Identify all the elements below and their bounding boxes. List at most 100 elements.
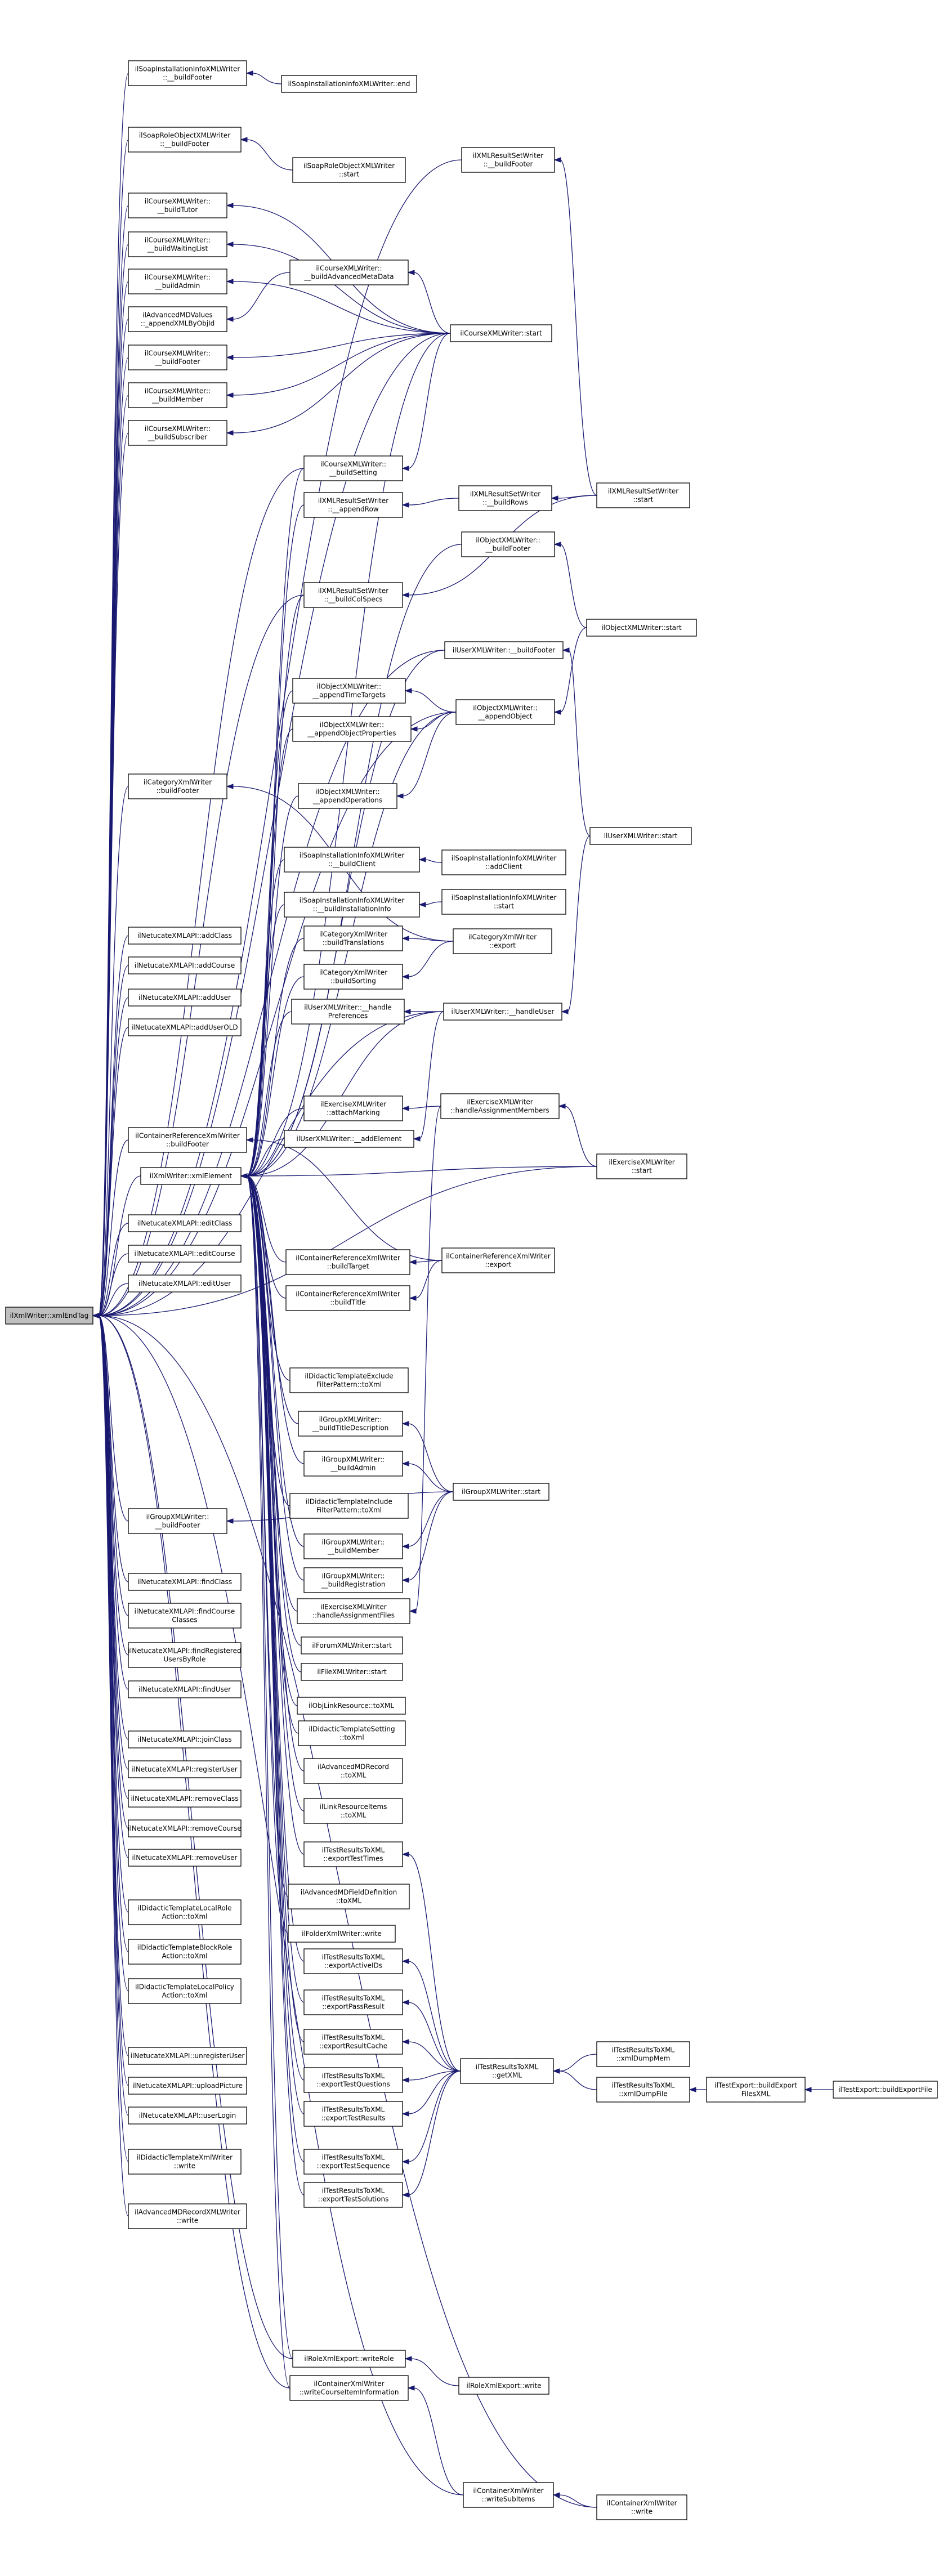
node-ilcontainerreferencexmlwriter-export[interactable]: ilContainerReferenceXmlWriter::export [441, 1247, 555, 1273]
node-ilcoursexmlwriter-buildsubscriber[interactable]: ilCourseXMLWriter::__buildSubscriber [128, 420, 227, 446]
node-iltestexport-buildexportfile[interactable]: ilTestExport::buildExportFile [833, 2081, 938, 2099]
node-iltestresultstoxml-exportpassresult[interactable]: ilTestResultsToXML::exportPassResult [303, 1989, 403, 2015]
node-iltestresultstoxml-exporttestquestions[interactable]: ilTestResultsToXML::exportTestQuestions [303, 2067, 403, 2093]
node-ilobjectxmlwriter-appendtimetargets[interactable]: ilObjectXMLWriter::__appendTimeTargets [292, 678, 406, 704]
node-ilnetucatexmlapi-removecourse[interactable]: ilNetucateXMLAPI::removeCourse [128, 1819, 242, 1837]
node-iltestresultstoxml-getxml[interactable]: ilTestResultsToXML::getXML [460, 2058, 554, 2084]
node-ilcontainerreferencexmlwriter-buildfooter[interactable]: ilContainerReferenceXmlWriter::buildFoot… [128, 1127, 247, 1153]
node-ilcoursexmlwriter-buildmember[interactable]: ilCourseXMLWriter::__buildMember [128, 382, 227, 408]
node-ilcoursexmlwriter-buildadvancedmetadata[interactable]: ilCourseXMLWriter::__buildAdvancedMetaDa… [289, 260, 409, 285]
node-iltestresultstoxml-exporttestsolutions[interactable]: ilTestResultsToXML::exportTestSolutions [303, 2182, 403, 2208]
node-ilsoaproleobjectxmlwriter-start[interactable]: ilSoapRoleObjectXMLWriter::start [292, 157, 406, 183]
node-ilexercisexmlwriter-handleassignmentmembers[interactable]: ilExerciseXMLWriter::handleAssignmentMem… [440, 1093, 560, 1119]
node-ildidactictemplateincludefilterpattern-toxml[interactable]: ilDidacticTemplateIncludeFilterPattern::… [289, 1493, 409, 1519]
node-ilsoaproleobjectxmlwriter-buildfooter[interactable]: ilSoapRoleObjectXMLWriter::__buildFooter [128, 127, 242, 153]
node-ilnetucatexmlapi-removeclass[interactable]: ilNetucateXMLAPI::removeClass [128, 1790, 242, 1808]
node-iladvancedmdfielddefinition-toxml[interactable]: ilAdvancedMDFieldDefinition::toXML [288, 1884, 410, 1909]
node-ilcoursexmlwriter-buildfooter[interactable]: ilCourseXMLWriter::__buildFooter [128, 345, 227, 370]
node-ilcontainerxmlwriter-writesubitems[interactable]: ilContainerXmlWriter::writeSubItems [463, 2482, 554, 2508]
node-ilxmlresultsetwriter-buildrows[interactable]: ilXMLResultSetWriter::__buildRows [458, 485, 552, 511]
node-ilnetucatexmlapi-editclass[interactable]: ilNetucateXMLAPI::editClass [128, 1214, 242, 1232]
node-ilexercisexmlwriter-start[interactable]: ilExerciseXMLWriter::start [596, 1153, 687, 1179]
node-ilnetucatexmlapi-adduser[interactable]: ilNetucateXMLAPI::addUser [128, 989, 242, 1007]
node-ilsoapinstallationinfoxmlwriter-buildclient[interactable]: ilSoapInstallationInfoXMLWriter::__build… [284, 847, 420, 873]
node-ilnetucatexmlapi-addclass[interactable]: ilNetucateXMLAPI::addClass [128, 927, 242, 945]
node-ildidactictemplatesetting-toxml[interactable]: ilDidacticTemplateSetting::toXml [298, 1720, 406, 1746]
node-ilxmlresultsetwriter-appendrow[interactable]: ilXMLResultSetWriter::__appendRow [303, 492, 403, 518]
node-ilcategoryxmlwriter-buildtranslations[interactable]: ilCategoryXmlWriter::buildTranslations [303, 925, 403, 951]
node-ilsoapinstallationinfoxmlwriter-buildinstallationinfo[interactable]: ilSoapInstallationInfoXMLWriter::__build… [284, 892, 420, 918]
node-illinkresourceitems-toxml[interactable]: ilLinkResourceItems::toXML [303, 1798, 403, 1824]
node-iluserxmlwriter-addelement[interactable]: ilUserXMLWriter::__addElement [284, 1130, 414, 1148]
node-ilgroupxmlwriter-buildadmin[interactable]: ilGroupXMLWriter::__buildAdmin [303, 1451, 403, 1477]
node-ilxmlresultsetwriter-start[interactable]: ilXMLResultSetWriter::start [596, 482, 690, 508]
node-ilcoursexmlwriter-buildsetting[interactable]: ilCourseXMLWriter::__buildSetting [303, 455, 403, 481]
node-ilrolexmlexport-write[interactable]: ilRoleXmlExport::write [458, 2377, 549, 2395]
node-ilxmlresultsetwriter-buildfooter[interactable]: ilXMLResultSetWriter::__buildFooter [461, 147, 555, 173]
node-ilcoursexmlwriter-buildtutor[interactable]: ilCourseXMLWriter::__buildTutor [128, 193, 227, 218]
node-ilcoursexmlwriter-buildadmin[interactable]: ilCourseXMLWriter::__buildAdmin [128, 269, 227, 294]
node-ilcoursexmlwriter-buildwaitinglist[interactable]: ilCourseXMLWriter::__buildWaitingList [128, 231, 227, 257]
node-iluserxmlwriter-buildfooter[interactable]: ilUserXMLWriter::__buildFooter [444, 641, 564, 659]
node-ilxmlwriter-xmlelement[interactable]: ilXmlWriter::xmlElement [140, 1167, 242, 1185]
node-ilnetucatexmlapi-editcourse[interactable]: ilNetucateXMLAPI::editCourse [128, 1245, 242, 1263]
node-ilexercisexmlwriter-handleassignmentfiles[interactable]: ilExerciseXMLWriter::handleAssignmentFil… [297, 1598, 410, 1624]
node-iltestresultstoxml-xmldumpfile[interactable]: ilTestResultsToXML::xmlDumpFile [596, 2077, 690, 2103]
node-ilsoapinstallationinfoxmlwriter-start[interactable]: ilSoapInstallationInfoXMLWriter::start [441, 889, 566, 915]
node-ildidactictemplatexmlwriter-write[interactable]: ilDidacticTemplateXmlWriter::write [128, 2149, 242, 2175]
node-ilfolderxmlwriter-write[interactable]: ilFolderXmlWriter::write [288, 1925, 396, 1943]
node-ilsoapinstallationinfoxmlwriter-end[interactable]: ilSoapInstallationInfoXMLWriter::end [281, 75, 417, 93]
node-ilgroupxmlwriter-start[interactable]: ilGroupXMLWriter::start [453, 1483, 549, 1501]
node-iladvancedmdrecordxmlwriter-write[interactable]: ilAdvancedMDRecordXMLWriter::write [128, 2203, 247, 2229]
node-ilgroupxmlwriter-buildtitledescription[interactable]: ilGroupXMLWriter::__buildTitleDescriptio… [298, 1411, 403, 1437]
node-ildidactictemplateexcludefilterpattern-toxml[interactable]: ilDidacticTemplateExcludeFilterPattern::… [289, 1367, 409, 1393]
node-ilnetucatexmlapi-joinclass[interactable]: ilNetucateXMLAPI::joinClass [128, 1730, 242, 1748]
node-ilcontainerreferencexmlwriter-buildtarget[interactable]: ilContainerReferenceXmlWriter::buildTarg… [285, 1249, 410, 1275]
node-ilnetucatexmlapi-registeruser[interactable]: ilNetucateXMLAPI::registerUser [128, 1760, 242, 1778]
node-iltestresultstoxml-xmldumpmem[interactable]: ilTestResultsToXML::xmlDumpMem [596, 2041, 690, 2067]
node-ilobjectxmlwriter-buildfooter[interactable]: ilObjectXMLWriter::__buildFooter [461, 531, 555, 557]
node-iltestresultstoxml-exportactiveids[interactable]: ilTestResultsToXML::exportActiveIDs [303, 1948, 403, 1974]
node-ilexercisexmlwriter-attachmarking[interactable]: ilExerciseXMLWriter::attachMarking [303, 1095, 403, 1121]
node-ilnetucatexmlapi-uploadpicture[interactable]: ilNetucateXMLAPI::uploadPicture [128, 2077, 247, 2095]
node-ilobjectxmlwriter-appendobject[interactable]: ilObjectXMLWriter::__appendObject [455, 699, 555, 725]
node-iltestresultstoxml-exportresultcache[interactable]: ilTestResultsToXML::exportResultCache [303, 2029, 403, 2055]
node-ilfilexmlwriter-start[interactable]: ilFileXMLWriter::start [301, 1663, 403, 1681]
node-ilnetucatexmlapi-removeuser[interactable]: ilNetucateXMLAPI::removeUser [128, 1849, 242, 1867]
node-ilcontainerreferencexmlwriter-buildtitle[interactable]: ilContainerReferenceXmlWriter::buildTitl… [285, 1285, 410, 1311]
node-iladvancedmdrecord-toxml[interactable]: ilAdvancedMDRecord::toXML [303, 1758, 403, 1784]
node-ilxmlresultsetwriter-buildcolspecs[interactable]: ilXMLResultSetWriter::__buildColSpecs [303, 582, 403, 608]
node-ilcategoryxmlwriter-buildsorting[interactable]: ilCategoryXmlWriter::buildSorting [303, 964, 403, 990]
node-ilcoursexmlwriter-start[interactable]: ilCourseXMLWriter::start [450, 324, 552, 342]
node-ilforumxmlwriter-start[interactable]: ilForumXMLWriter::start [301, 1636, 403, 1654]
node-ilcategoryxmlwriter-export[interactable]: ilCategoryXmlWriter::export [453, 928, 552, 954]
node-ilsoapinstallationinfoxmlwriter-addclient[interactable]: ilSoapInstallationInfoXMLWriter::addClie… [441, 849, 566, 875]
node-ilxmlwriter-xmlendtag[interactable]: ilXmlWriter::xmlEndTag [5, 1307, 93, 1325]
node-ilsoapinstallationinfoxmlwriter-buildfooter[interactable]: ilSoapInstallationInfoXMLWriter::__build… [128, 60, 247, 86]
node-ilcontainerxmlwriter-writecourseiteminformation[interactable]: ilContainerXmlWriter::writeCourseItemInf… [289, 2375, 409, 2401]
node-ilobjlinkresource-toxml[interactable]: ilObjLinkResource::toXML [297, 1697, 406, 1715]
node-ilnetucatexmlapi-addcourse[interactable]: ilNetucateXMLAPI::addCourse [128, 956, 242, 974]
node-ilnetucatexmlapi-adduserold[interactable]: ilNetucateXMLAPI::addUserOLD [128, 1018, 242, 1036]
node-ilgroupxmlwriter-buildmember[interactable]: ilGroupXMLWriter::__buildMember [303, 1533, 403, 1559]
node-ildidactictemplatelocalpolicyaction-toxml[interactable]: ilDidacticTemplateLocalPolicyAction::toX… [128, 1978, 242, 2004]
node-ilgroupxmlwriter-buildregistration[interactable]: ilGroupXMLWriter::__buildRegistration [303, 1567, 403, 1593]
node-ilnetucatexmlapi-findclass[interactable]: ilNetucateXMLAPI::findClass [128, 1573, 242, 1591]
node-iluserxmlwriter-start[interactable]: ilUserXMLWriter::start [589, 827, 692, 845]
node-ilobjectxmlwriter-appendoperations[interactable]: ilObjectXMLWriter::__appendOperations [298, 783, 397, 809]
node-iluserxmlwriter-handleuser[interactable]: ilUserXMLWriter::__handleUser [443, 1003, 562, 1021]
node-ilnetucatexmlapi-userlogin[interactable]: ilNetucateXMLAPI::userLogin [128, 2107, 247, 2125]
node-ilrolexmlexport-writerole[interactable]: ilRoleXmlExport::writeRole [292, 2350, 406, 2368]
node-ilobjectxmlwriter-start[interactable]: ilObjectXMLWriter::start [586, 619, 697, 637]
node-ilnetucatexmlapi-findregisteredusersbyrole[interactable]: ilNetucateXMLAPI::findRegisteredUsersByR… [128, 1642, 242, 1668]
node-iltestresultstoxml-exporttestresults[interactable]: ilTestResultsToXML::exportTestResults [303, 2101, 403, 2127]
node-iladvancedmdvalues-appendxmlbyobjid[interactable]: ilAdvancedMDValues::_appendXMLByObjId [128, 306, 227, 332]
node-ilnetucatexmlapi-finduser[interactable]: ilNetucateXMLAPI::findUser [128, 1680, 242, 1698]
node-ilcategoryxmlwriter-buildfooter[interactable]: ilCategoryXmlWriter::buildFooter [128, 773, 227, 799]
node-iltestresultstoxml-exporttestsequence[interactable]: ilTestResultsToXML::exportTestSequence [303, 2149, 403, 2175]
node-ilcontainerxmlwriter-write[interactable]: ilContainerXmlWriter::write [596, 2494, 687, 2520]
